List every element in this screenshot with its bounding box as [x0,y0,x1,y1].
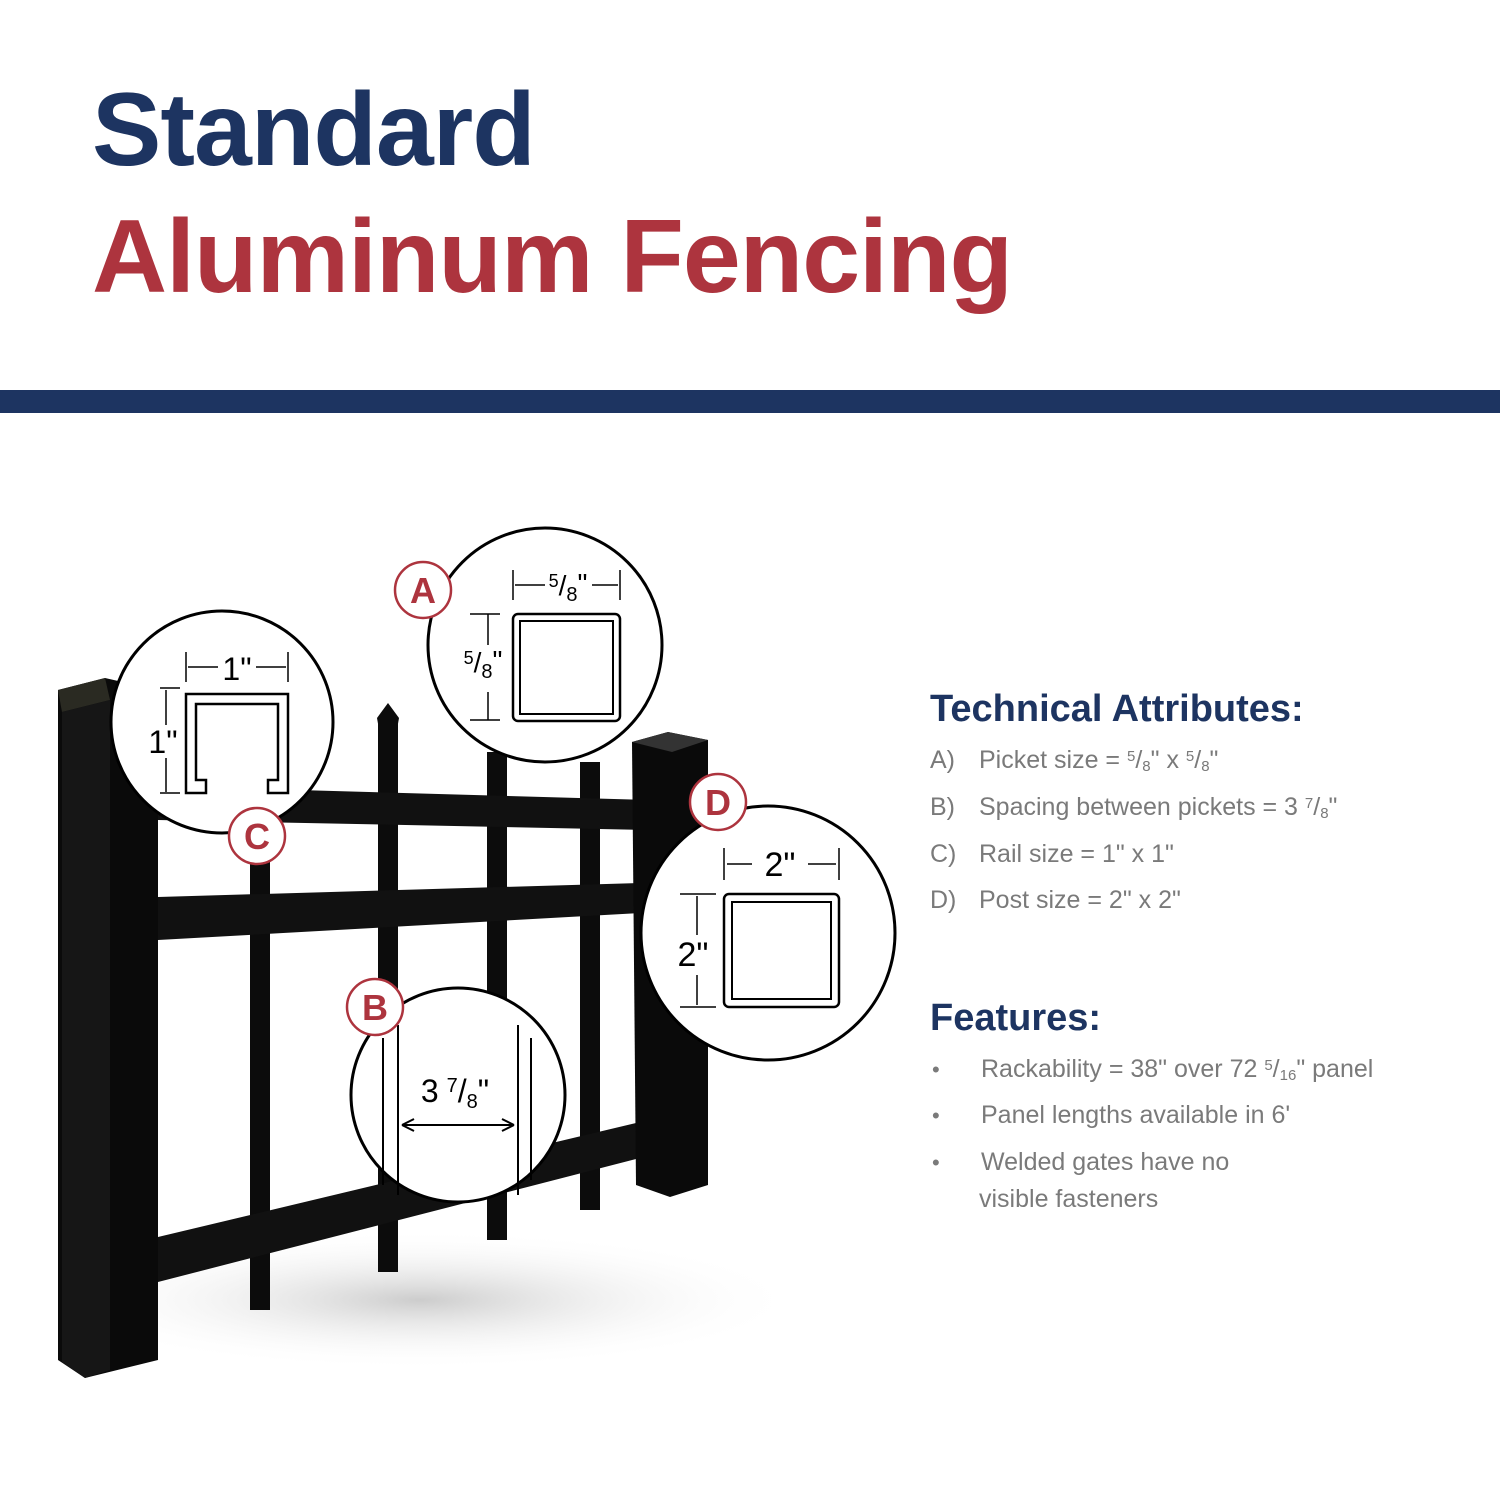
post-width-label: 2" [765,846,796,884]
technical-item-b: B)Spacing between pickets = 3 7/8" [930,793,1338,822]
middle-rail [158,883,640,940]
bullet-icon: • [932,1150,940,1175]
item-label: Panel lengths available in 6' [981,1101,1291,1129]
features-heading: Features: [930,997,1102,1039]
feature-item: • Panel lengths available in 6' [930,1101,1290,1130]
svg-text:C: C [244,816,270,857]
item-label: Rail size = 1" x 1" [979,840,1174,868]
fence-shadow [40,1230,800,1370]
rail-height-label: 1" [148,724,177,760]
technical-heading: Technical Attributes: [930,688,1304,730]
picket [250,860,270,1310]
item-label: Spacing between pickets = 3 [979,793,1305,821]
bullet-icon: • [932,1057,940,1082]
technical-item-d: D) Post size = 2" x 2" [930,886,1181,915]
picket-width-label: 5/8" [549,568,588,606]
callout-d: 2" 2" [639,804,897,1062]
callout-c: 1" 1" [109,609,335,835]
item-label: Rackability = 38" over 72 [981,1055,1265,1083]
item-prefix: D) [930,886,957,914]
callout-a: 5/8" 5/8" [426,526,664,764]
title-line-1: Standard [92,72,536,188]
item-prefix: B) [930,793,955,821]
svg-text:D: D [705,782,731,823]
svg-text:B: B [362,987,388,1028]
divider-bar [0,390,1500,413]
rail-width-label: 1" [222,651,251,687]
item-label: Post size = 2" x 2" [979,886,1181,914]
badge-d: D [688,772,748,832]
technical-item-a: A)Picket size = 5/8" x 5/8" [930,746,1219,775]
picket [580,762,600,1210]
post-height-label: 2" [678,936,709,974]
item-prefix: A) [930,746,955,774]
badge-c: C [227,806,287,866]
picket-height-label: 5/8" [464,645,503,683]
title-line-2: Aluminum Fencing [92,199,1013,315]
item-label: Welded gates have no [981,1148,1230,1176]
badge-a: A [393,560,453,620]
feature-item-continuation: visible fasteners [979,1185,1159,1213]
badge-b: B [345,977,405,1037]
item-label: Picket size = [979,746,1127,774]
picket-spear-icon [377,703,399,735]
technical-item-c: C) Rail size = 1" x 1" [930,840,1174,869]
feature-item: •Rackability = 38" over 72 5/16" panel [932,1055,1374,1084]
svg-text:A: A [410,570,436,611]
left-post [58,678,158,1378]
item-prefix: C) [930,840,957,868]
bullet-icon: • [932,1103,940,1128]
feature-item: • Welded gates have no [930,1148,1229,1177]
